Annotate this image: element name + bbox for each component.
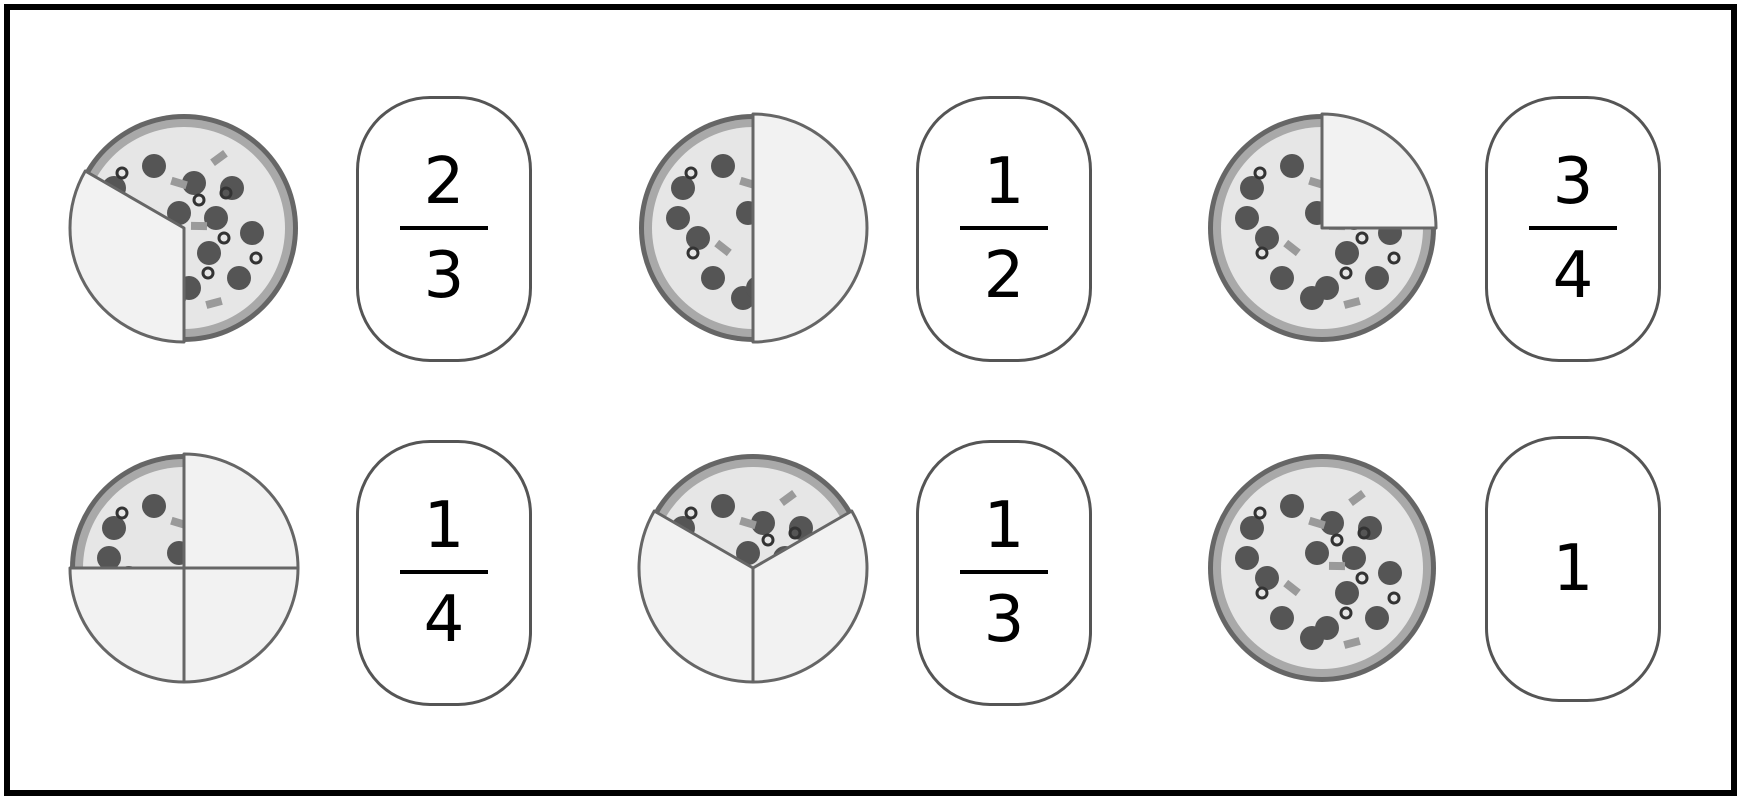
pizza-whole — [1202, 448, 1442, 688]
worksheet-frame: 2 3 1 2 3 4 1 4 1 3 1 — [4, 4, 1737, 796]
pepperoni — [671, 176, 695, 200]
pizza-one-half — [633, 108, 873, 348]
fraction-numerator: 1 — [424, 494, 465, 558]
fraction-numerator: 2 — [424, 150, 465, 214]
pepperoni — [197, 241, 221, 265]
pepperoni — [1365, 266, 1389, 290]
pizza-two-thirds — [64, 108, 304, 348]
pepperoni — [1255, 226, 1279, 250]
pepper-piece — [191, 222, 207, 230]
pepperoni — [204, 206, 228, 230]
fraction-card-whole: 1 — [1485, 436, 1661, 702]
pepperoni — [1270, 266, 1294, 290]
pepperoni — [227, 266, 251, 290]
fraction-denominator: 4 — [424, 588, 465, 652]
removed-slice — [1322, 114, 1436, 228]
pepperoni — [1235, 206, 1259, 230]
fraction-card-one-third: 1 3 — [916, 440, 1092, 706]
fraction-bar — [960, 570, 1048, 574]
pepperoni — [1365, 606, 1389, 630]
pepper-piece — [1329, 562, 1345, 570]
pepperoni — [1280, 494, 1304, 518]
pepperoni — [711, 154, 735, 178]
pepperoni — [1315, 276, 1339, 300]
fraction-card-one-quarter: 1 4 — [356, 440, 532, 706]
fraction-denominator: 3 — [424, 244, 465, 308]
fraction-bar — [960, 226, 1048, 230]
pizza-one-quarter — [64, 448, 304, 688]
fraction-numerator: 1 — [984, 494, 1025, 558]
fraction-bar — [400, 570, 488, 574]
removed-slice — [753, 114, 867, 342]
pepperoni — [1378, 561, 1402, 585]
fraction-whole-number: 1 — [1553, 537, 1594, 601]
fraction-card-two-thirds: 2 3 — [356, 96, 532, 362]
pepperoni — [1235, 546, 1259, 570]
pepperoni — [1335, 241, 1359, 265]
pepperoni — [711, 494, 735, 518]
pepperoni — [1280, 154, 1304, 178]
pepperoni — [1270, 606, 1294, 630]
pepperoni — [102, 516, 126, 540]
pepperoni — [1305, 541, 1329, 565]
pepperoni — [686, 226, 710, 250]
fraction-card-one-half: 1 2 — [916, 96, 1092, 362]
pizza-one-third — [633, 448, 873, 688]
pepperoni — [1335, 581, 1359, 605]
pepperoni — [1240, 176, 1264, 200]
pepperoni — [240, 221, 264, 245]
pepperoni — [142, 494, 166, 518]
fraction-card-three-quarters: 3 4 — [1485, 96, 1661, 362]
pepperoni — [142, 154, 166, 178]
pepperoni — [666, 206, 690, 230]
fraction-numerator: 1 — [984, 150, 1025, 214]
pepperoni — [1342, 546, 1366, 570]
pepperoni — [701, 266, 725, 290]
fraction-bar — [1529, 226, 1617, 230]
fraction-numerator: 3 — [1553, 150, 1594, 214]
pepperoni — [1255, 566, 1279, 590]
pepperoni — [1315, 616, 1339, 640]
fraction-denominator: 2 — [984, 244, 1025, 308]
fraction-denominator: 3 — [984, 588, 1025, 652]
pepperoni — [97, 546, 121, 570]
pepperoni — [1240, 516, 1264, 540]
fraction-denominator: 4 — [1553, 244, 1594, 308]
pizza-three-quarters — [1202, 108, 1442, 348]
fraction-bar — [400, 226, 488, 230]
